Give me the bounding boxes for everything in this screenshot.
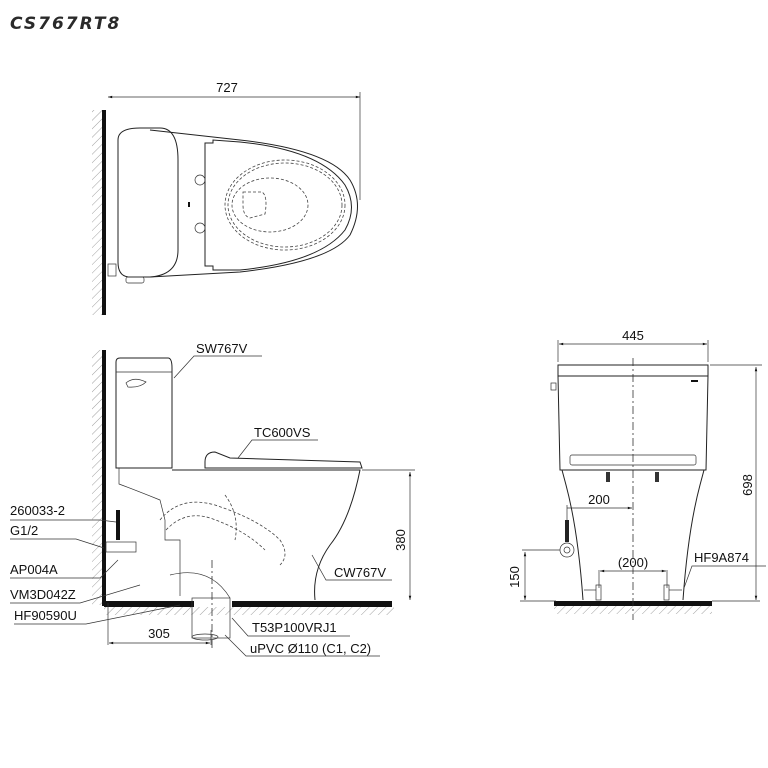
outlet-dashed [242,191,267,219]
side-floor [232,601,392,607]
front-view: 445 698 200 (200) 150 HF9A874 [507,328,766,620]
label-part-vm3d042z: VM3D042Z [10,587,76,602]
trap-dashed [159,501,286,566]
seat-top [204,139,352,271]
model-title: CS767RT8 [10,14,122,34]
dim-305: 305 [148,626,170,641]
flush-button-icon [125,378,147,388]
tank-top [117,127,179,278]
label-part-260033-2: 260033-2 [10,503,65,518]
angle-valve [105,541,137,553]
rim-dashed [224,159,346,251]
label-part-ap004a: AP004A [10,562,58,577]
bowl-outline-top [149,129,358,278]
hinge-icon [194,174,206,186]
side-tank [115,357,173,469]
hinge-icon [194,222,206,234]
label-bowl: CW767V [334,565,386,580]
dim-fixing-spacing: (200) [618,555,648,570]
dim-445: 445 [622,328,644,343]
label-outlet: T53P100VRJ1 [252,620,337,635]
side-bowl [172,469,361,601]
label-fixing: HF9A874 [694,550,749,565]
label-tank: SW767V [196,341,248,356]
label-pipe: uPVC Ø110 (C1, C2) [250,641,371,656]
front-tank-lid [557,364,709,377]
supply-hose [116,510,120,540]
wall-hatch [92,110,102,315]
dim-150: 150 [507,566,522,588]
top-view: 727 [92,80,361,315]
side-seat [204,451,363,469]
supply-valve-icon [559,542,575,558]
dim-698: 698 [740,474,755,496]
dim-200: 200 [588,492,610,507]
label-part-hf90590u: HF90590U [14,608,77,623]
side-view: 380 305 SW767V TC600VS CW767V 260033-2 G… [10,341,415,657]
front-seat [569,454,697,466]
dim-727: 727 [216,80,238,95]
label-seat: TC600VS [254,425,311,440]
front-bowl [561,469,584,601]
label-part-g12: G1/2 [10,523,38,538]
dim-380: 380 [393,529,408,551]
